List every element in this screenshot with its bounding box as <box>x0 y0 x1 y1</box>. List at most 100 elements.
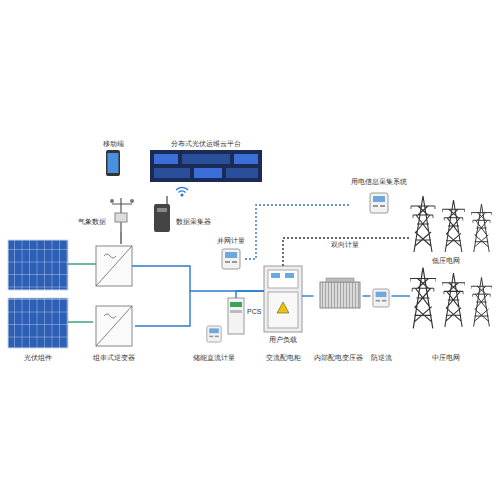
weather-station <box>115 213 127 222</box>
ac-cabinet <box>271 273 280 278</box>
connector <box>120 232 121 244</box>
inverter-node: 组串式逆变器 <box>93 244 135 362</box>
meter-node: 用电信息采集系统 <box>351 178 407 214</box>
data-collector <box>157 208 167 212</box>
tower-icon <box>442 273 465 327</box>
platform-screen <box>154 168 190 178</box>
cabinet-node: 交流配电柜 <box>264 266 302 362</box>
grid-node: 低压电网 <box>410 196 496 265</box>
inverter-icon <box>96 246 132 286</box>
node-label: 用电信息采集系统 <box>351 178 407 186</box>
connector <box>135 291 264 326</box>
edge-label: 双向计量 <box>330 241 360 249</box>
connector <box>245 205 351 259</box>
pv-node: 光伏组件 <box>8 240 68 362</box>
connector <box>363 296 371 297</box>
meter-icon <box>373 289 389 307</box>
meter-icon <box>222 249 240 269</box>
meter-icon <box>370 193 388 213</box>
connector <box>245 205 351 259</box>
pv-panels <box>8 240 68 290</box>
pcs-node: PCS <box>228 298 261 334</box>
weather-node: 气象数据 <box>78 196 138 232</box>
connector <box>68 322 93 323</box>
wifi-icon <box>176 187 188 190</box>
phone-icon <box>106 150 120 176</box>
pcs-cabinet <box>228 298 244 334</box>
tower-icon <box>471 278 492 327</box>
pcs-cabinet <box>228 298 244 334</box>
node-label: 低压电网 <box>432 257 460 265</box>
meter-node: 储能直流计量 <box>193 324 235 362</box>
platform-screen <box>226 168 258 178</box>
wire <box>68 263 96 264</box>
pcs-cabinet <box>230 302 242 307</box>
connector <box>392 296 411 297</box>
connector <box>302 296 314 297</box>
wire <box>132 266 190 291</box>
connector <box>121 232 122 244</box>
ac-cabinet <box>268 292 298 328</box>
weather-station <box>112 198 132 232</box>
ac-cabinet <box>264 266 302 332</box>
data-collector <box>166 196 167 204</box>
wifi-icon <box>179 191 186 193</box>
wire <box>68 264 190 291</box>
node-label: 分布式光伏运维云平台 <box>171 140 241 148</box>
ac-cabinet <box>268 270 298 288</box>
platform-screen <box>154 154 178 164</box>
inverter-icon <box>96 306 132 346</box>
connector <box>135 291 264 326</box>
tower-icon <box>471 204 492 252</box>
tower-icon <box>411 196 435 252</box>
connector <box>392 295 411 296</box>
platform-screen <box>150 150 262 182</box>
text-label: 用户负载 <box>268 336 298 344</box>
meter-node: 并网计量 <box>217 237 245 270</box>
node-label: 中压电网 <box>432 354 460 362</box>
node-label: PCS <box>247 308 261 316</box>
inverter-icon <box>96 246 132 346</box>
meter-node: 防逆流 <box>371 288 392 362</box>
inverter-icon <box>96 246 132 286</box>
phone-icon <box>106 150 120 176</box>
ac-cabinet <box>264 266 302 332</box>
pv-panels <box>8 298 68 348</box>
ac-cabinet <box>277 302 289 313</box>
node-label: 光伏组件 <box>24 354 52 362</box>
connector <box>236 291 264 298</box>
platform-screen <box>150 150 262 182</box>
weather-station <box>110 199 114 203</box>
connector <box>236 291 264 298</box>
platform-screen <box>194 168 222 178</box>
node-label: 移动端 <box>103 140 124 148</box>
wifi-icon <box>181 194 183 196</box>
node-label: 并网计量 <box>217 237 245 245</box>
connector <box>302 295 314 296</box>
connector <box>283 238 410 266</box>
ac-cabinet <box>285 273 294 278</box>
wifi-icon <box>176 187 188 196</box>
node-label: 数据采集器 <box>176 218 211 226</box>
data-collector <box>154 196 170 232</box>
meter-icon <box>207 326 221 342</box>
transformer-node: 内部配电变压器 <box>314 280 363 362</box>
platform-node: 分布式光伏运维云平台 <box>150 140 262 182</box>
weather-station <box>110 198 134 232</box>
node-label: 防逆流 <box>371 354 392 362</box>
connector <box>68 321 93 322</box>
pv-panels <box>8 240 68 348</box>
node-label: 组串式逆变器 <box>93 354 135 362</box>
tower-icon <box>442 200 464 252</box>
inverter-icon <box>96 306 132 346</box>
weather-station <box>130 199 134 203</box>
platform-screen <box>234 154 258 164</box>
phone-icon <box>108 153 119 173</box>
connector <box>363 295 371 296</box>
connector <box>283 238 410 266</box>
tower-icon <box>410 268 436 329</box>
node-label: 储能直流计量 <box>193 354 235 362</box>
